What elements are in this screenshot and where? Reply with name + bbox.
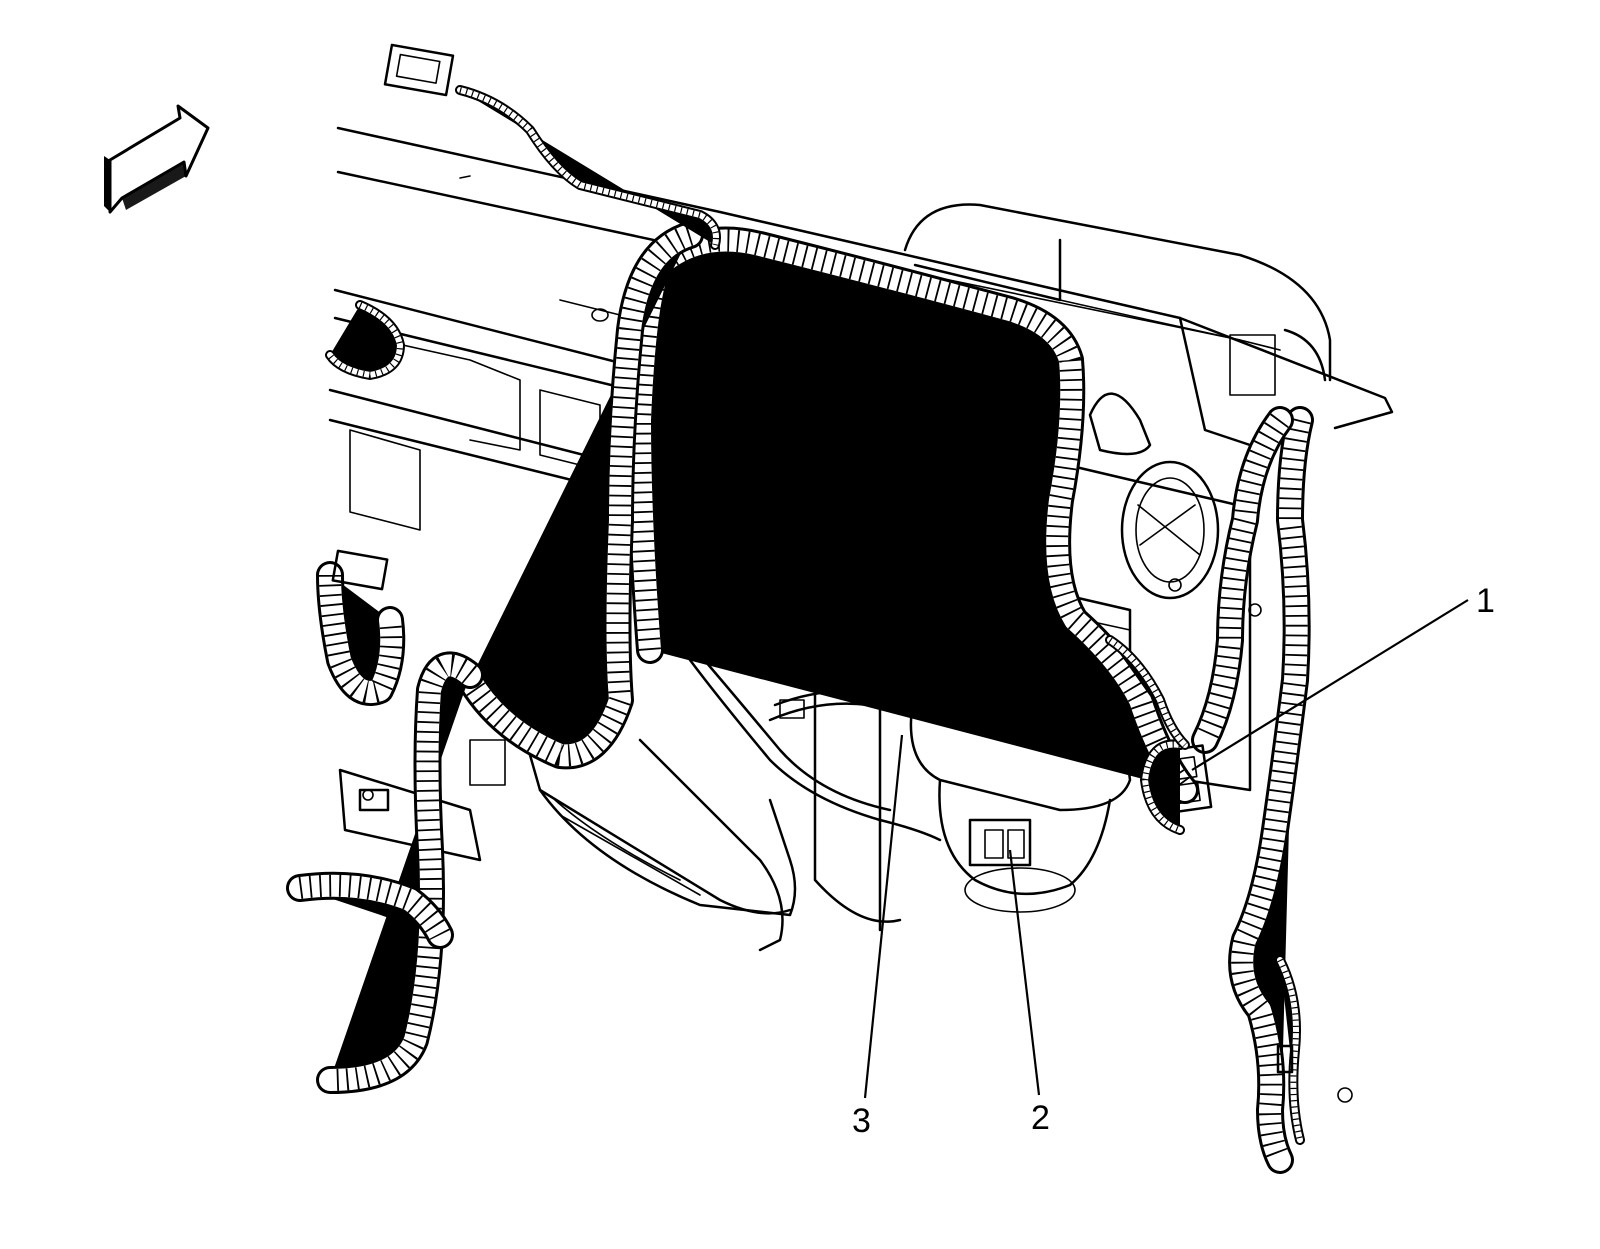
left-small-wire xyxy=(330,305,400,375)
defroster-duct xyxy=(903,203,1332,456)
callout-3-leader xyxy=(863,734,904,1099)
harness-connector xyxy=(1110,640,1213,830)
left-connectors xyxy=(331,549,805,812)
side-vent xyxy=(1120,460,1262,617)
callout-2-label: 2 xyxy=(1031,1099,1050,1137)
lower-right-wire xyxy=(1278,960,1353,1140)
callout-2-leader xyxy=(1008,849,1041,1096)
direction-arrow-icon xyxy=(104,104,210,214)
callout-3-label: 3 xyxy=(852,1102,871,1140)
upper-harness-lead xyxy=(383,43,716,245)
main-wiring-harness xyxy=(300,235,1300,1160)
callout-1-leader xyxy=(1191,599,1469,771)
callout-1-label: 1 xyxy=(1476,582,1495,620)
blower-motor-wire xyxy=(688,653,942,842)
